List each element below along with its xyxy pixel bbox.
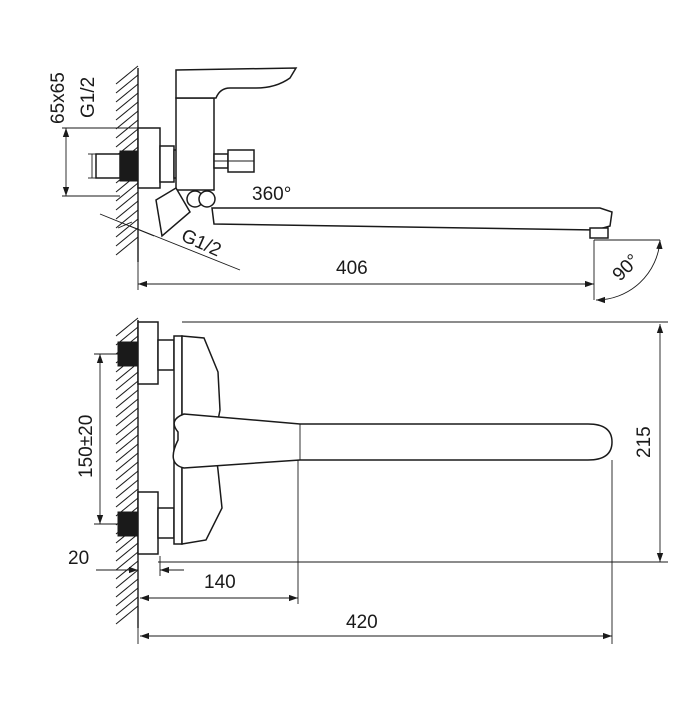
hatch-line <box>115 218 139 238</box>
hatch-line <box>115 452 139 472</box>
hatch-line <box>115 443 139 463</box>
hatch-line <box>115 596 139 616</box>
wall-offset-label: 20 <box>68 548 89 569</box>
lever-handle-side <box>175 67 298 99</box>
hatch-line <box>115 425 139 445</box>
hatch-line <box>115 416 139 436</box>
hatch-line <box>115 407 139 427</box>
hatch-line <box>115 389 139 409</box>
hatch-line <box>115 587 139 607</box>
rotation-label: 360° <box>252 184 291 205</box>
thread-top-label: G1/2 <box>78 77 99 118</box>
hatch-line <box>115 236 139 256</box>
eccentric-pipe-side <box>95 153 121 179</box>
hatch-line <box>115 92 139 112</box>
hatch-line <box>115 101 139 121</box>
hatch-line <box>115 542 139 562</box>
hatch-line <box>115 209 139 229</box>
connector-top-upper <box>157 339 175 371</box>
total-height-label: 215 <box>634 426 655 458</box>
side-view: 360° 65x65 G1/2 G1/2 406 90° <box>48 65 663 304</box>
nut-top-lower <box>117 511 139 537</box>
eccentric-spacing-label: 150±20 <box>76 415 97 478</box>
thread-nut-side <box>119 150 139 182</box>
hatch-line <box>115 488 139 508</box>
wall-plate-label: 65x65 <box>48 72 69 124</box>
hatch-line <box>115 533 139 553</box>
spout-side <box>211 207 613 231</box>
hatch-line <box>115 461 139 481</box>
flange-top-lower <box>137 491 159 555</box>
hatch-line <box>115 317 139 337</box>
hatch-line <box>115 83 139 103</box>
hatch-line <box>115 434 139 454</box>
aerator-side <box>589 227 609 239</box>
spout-length-top-label: 420 <box>346 612 378 633</box>
hatch-line <box>115 110 139 130</box>
swivel-joint-right <box>198 190 216 208</box>
hatch-line <box>115 578 139 598</box>
hatch-line <box>115 191 139 211</box>
hatch-line <box>115 479 139 499</box>
hatch-line <box>115 200 139 220</box>
thread-bottom-label: G1/2 <box>178 225 224 261</box>
hatch-line <box>115 227 139 247</box>
top-view: 215 150±20 20 140 420 <box>68 317 668 644</box>
wall-flange-side <box>137 127 161 189</box>
hatch-line <box>115 65 139 85</box>
hatch-line <box>115 605 139 625</box>
hatch-line <box>115 371 139 391</box>
flange-top-upper <box>137 321 159 385</box>
hatch-line <box>115 182 139 202</box>
shower-outlet-side <box>155 186 191 238</box>
hatch-line <box>115 119 139 139</box>
handle-reach-label: 140 <box>204 572 236 593</box>
valve-body-side <box>175 97 215 191</box>
hatch-line <box>115 128 139 148</box>
hatch-line <box>115 569 139 589</box>
hatch-line <box>115 74 139 94</box>
connector-top-lower <box>157 507 175 539</box>
connector-nut-side <box>159 145 175 183</box>
spout-top <box>172 413 613 469</box>
hatch-line <box>115 398 139 418</box>
hatch-line <box>115 551 139 571</box>
hatch-line <box>115 380 139 400</box>
spout-length-side-label: 406 <box>336 258 368 279</box>
spout-angle-label: 90° <box>609 250 644 285</box>
hatch-line <box>115 470 139 490</box>
nut-top-upper <box>117 341 139 367</box>
